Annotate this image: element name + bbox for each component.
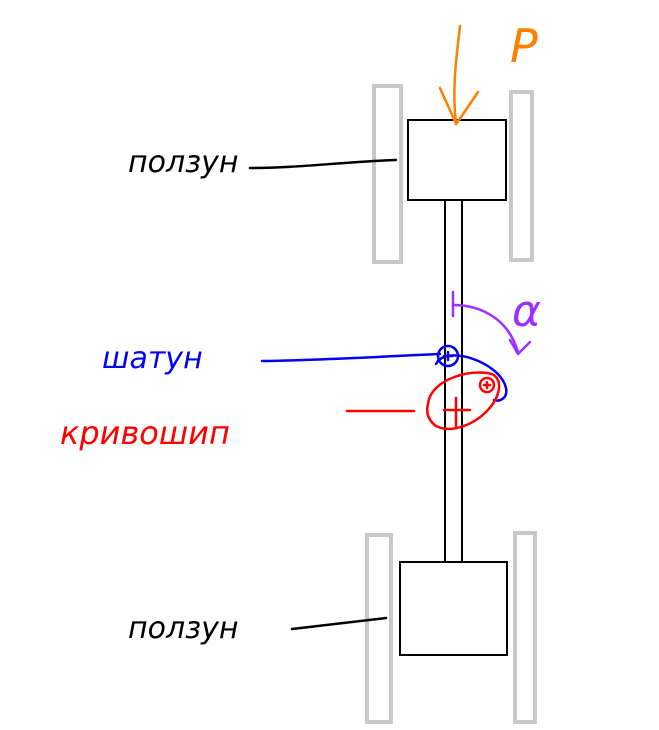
leader-slider-bottom [290, 616, 388, 631]
label-connecting-rod: шатун [102, 341, 203, 376]
angle-arc [451, 290, 532, 356]
angle-label: α [512, 286, 541, 337]
rod-pivot-icon [434, 344, 508, 402]
top-slider-block [407, 119, 507, 201]
bottom-slider-block [399, 561, 508, 656]
leader-slider-top [248, 158, 398, 170]
label-crank: кривошип [60, 414, 230, 452]
label-slider-top: ползун [128, 145, 238, 180]
label-slider-bottom: ползун [128, 611, 238, 646]
bottom-guide-right [513, 531, 537, 724]
top-guide-left [372, 84, 403, 264]
force-arrow-icon [438, 24, 480, 126]
top-guide-right [509, 90, 534, 262]
bottom-guide-left [365, 533, 393, 724]
leader-connecting-rod [260, 352, 442, 363]
crank-icon [345, 371, 501, 431]
force-label: P [510, 19, 538, 73]
